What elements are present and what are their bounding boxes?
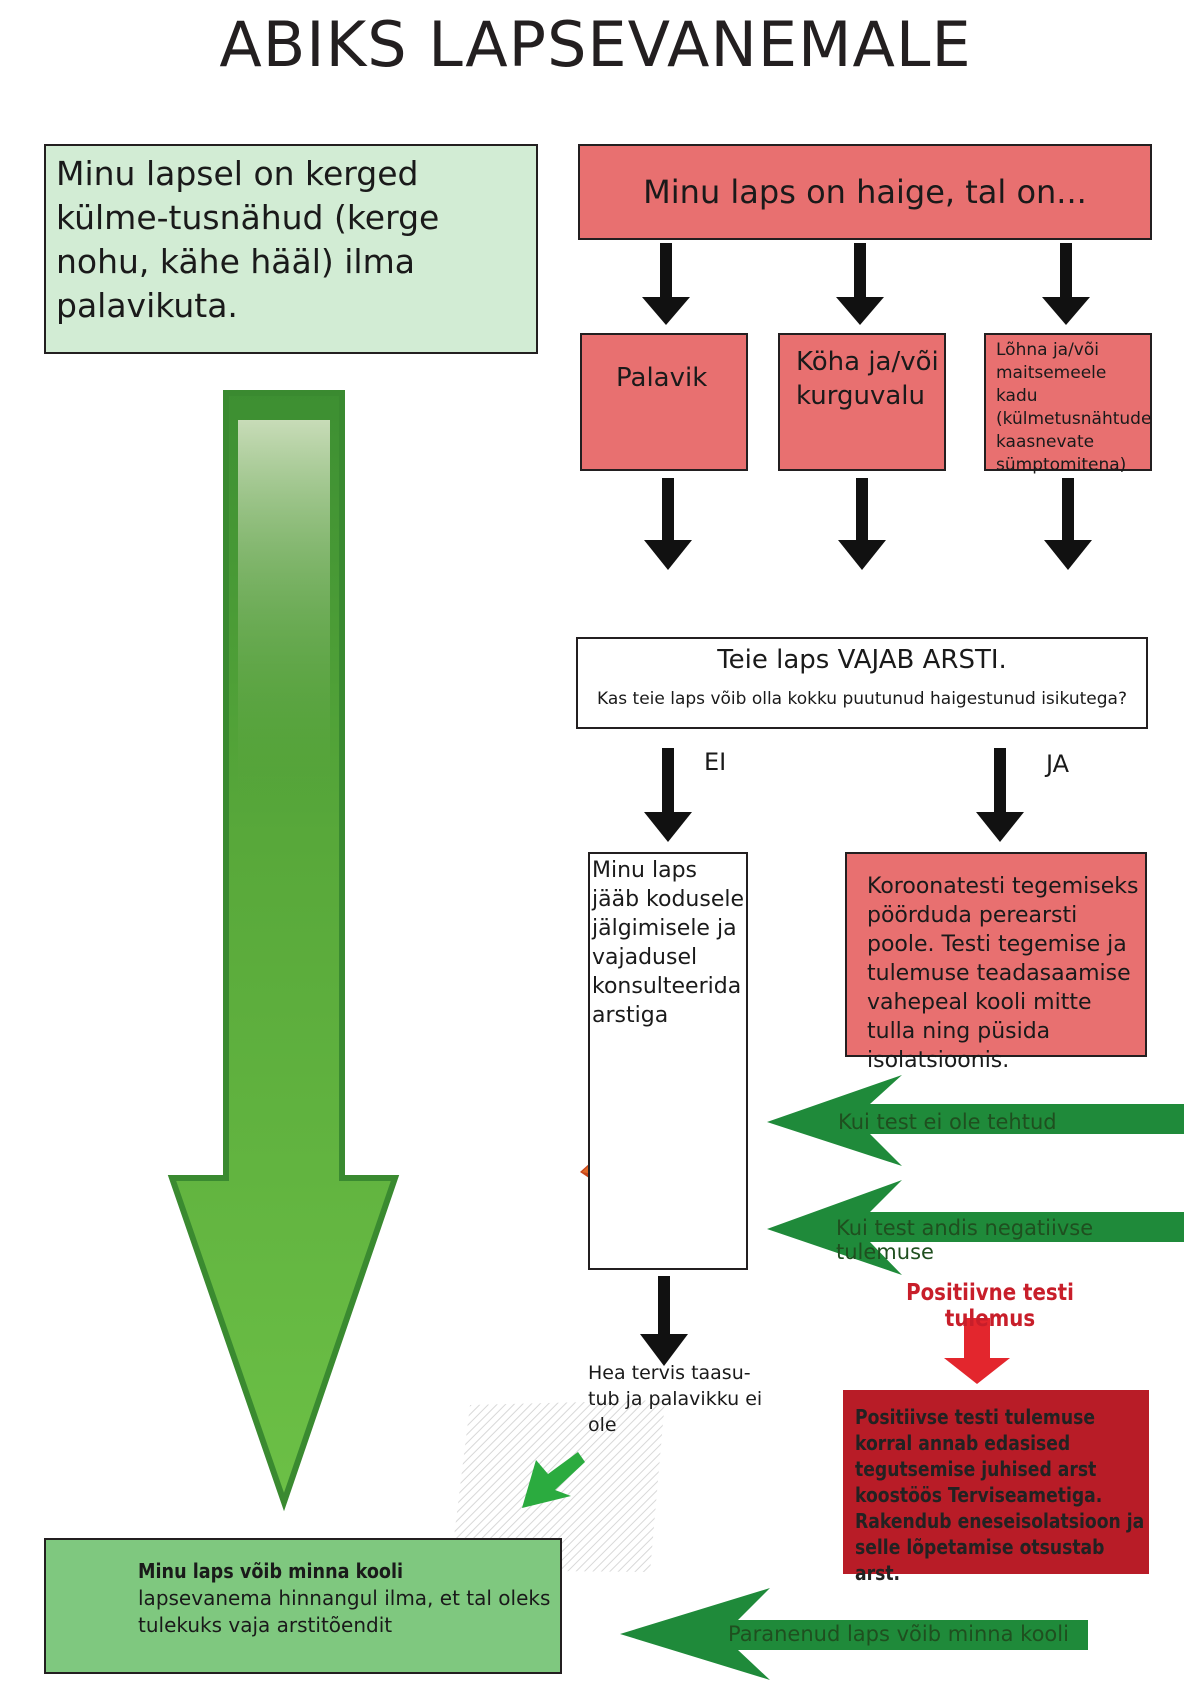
diagonal-green-arrow bbox=[450, 1400, 665, 1572]
black-arrows bbox=[640, 243, 1092, 1366]
symptom-smell-box: Lõhna ja/või maitsemeele kadu (külmetusn… bbox=[984, 333, 1152, 475]
needs-doctor-title: Teie laps VAJAB ARSTI. bbox=[717, 645, 1007, 675]
positive-result-text: Positiivse testi tulemuse korral annab e… bbox=[855, 1405, 1145, 1585]
positive-result-title: Positiivne testi tulemus bbox=[906, 1280, 1074, 1332]
home-observation-text: Minu laps jääb kodusele jälgimisele ja v… bbox=[592, 858, 745, 1028]
green-left-arrows bbox=[620, 1075, 1184, 1680]
symptom-cough-box: Köha ja/või kurguvalu bbox=[778, 333, 946, 471]
contact-question: Kas teie laps võib olla kokku puutunud h… bbox=[597, 689, 1127, 709]
mild-symptoms-box: Minu lapsel on kerged külme-tusnähud (ke… bbox=[44, 144, 538, 354]
sick-child-box: Minu laps on haige, tal on... bbox=[578, 144, 1152, 240]
arrow-label-recovered: Paranenud laps võib minna kooli bbox=[728, 1622, 1069, 1646]
school-text: lapsevanema hinnangul ilma, et tal oleks… bbox=[138, 1586, 551, 1637]
can-go-to-school-box: Minu laps võib minna kooli lapsevanema h… bbox=[44, 1538, 562, 1674]
healed-text: Hea tervis taasu-tub ja palavikku ei ole bbox=[588, 1362, 763, 1436]
big-green-down-arrow bbox=[167, 390, 400, 1512]
arrow-label-no-test: Kui test ei ole tehtud bbox=[838, 1110, 1057, 1134]
needs-doctor-box: Teie laps VAJAB ARSTI. Kas teie laps või… bbox=[576, 637, 1148, 729]
school-bold-text: Minu laps võib minna kooli bbox=[138, 1559, 404, 1583]
answer-yes-label: JA bbox=[1046, 750, 1070, 778]
home-observation-box: Minu laps jääb kodusele jälgimisele ja v… bbox=[588, 852, 748, 1270]
arrow-label-negative: Kui test andis negatiivse tulemuse bbox=[836, 1216, 1094, 1264]
answer-no-label: EI bbox=[704, 748, 727, 776]
symptom-fever-box: Palavik bbox=[580, 333, 748, 471]
red-down-arrow bbox=[944, 1318, 1010, 1384]
page-title: ABIKS LAPSEVANEMALE bbox=[219, 8, 972, 81]
positive-result-box: Positiivse testi tulemuse korral annab e… bbox=[843, 1390, 1149, 1585]
corona-test-box: Koroonatesti tegemiseks pöörduda perears… bbox=[845, 852, 1147, 1073]
